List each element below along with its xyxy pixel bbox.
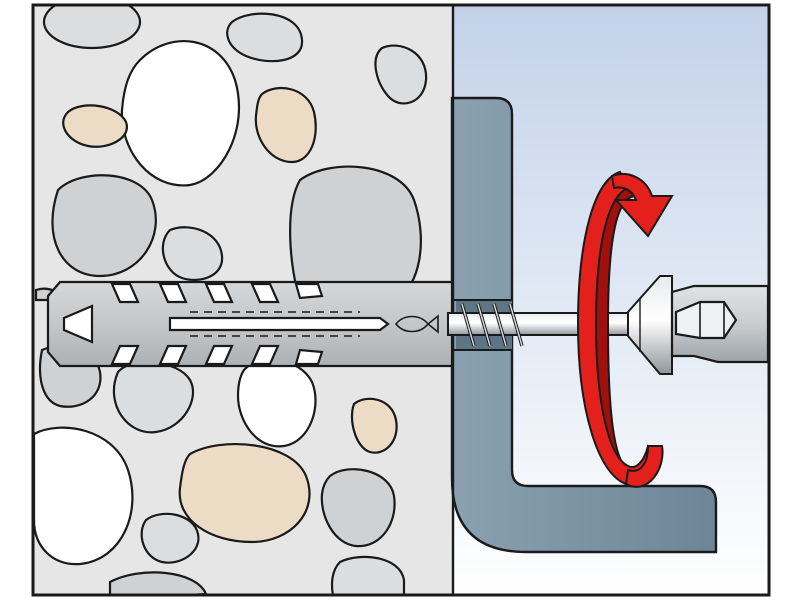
plastic-anchor bbox=[46, 280, 454, 368]
rotate-clockwise-icon bbox=[576, 170, 674, 488]
diagram-frame bbox=[31, 3, 771, 597]
screwdriver-bit bbox=[670, 284, 770, 364]
fish-logo-icon bbox=[394, 314, 439, 334]
aggregate-stones bbox=[34, 6, 428, 594]
